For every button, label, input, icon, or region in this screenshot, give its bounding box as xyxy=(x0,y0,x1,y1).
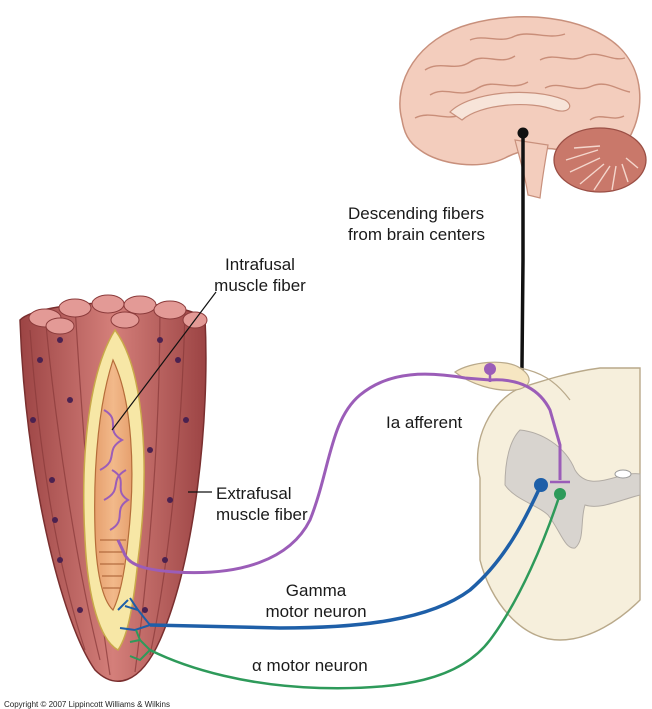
descending-fibers-label-2: from brain centers xyxy=(348,225,485,244)
cerebellum xyxy=(554,128,646,192)
muscle-illustration xyxy=(20,295,207,681)
gamma-label-1: Gamma xyxy=(286,581,347,600)
copyright-text: Copyright © 2007 Lippincott Williams & W… xyxy=(4,700,170,709)
extrafusal-label-2: muscle fiber xyxy=(216,505,308,524)
descending-fibers-label-1: Descending fibers xyxy=(348,204,484,223)
ia-afferent-label: Ia afferent xyxy=(386,413,463,432)
extrafusal-label-1: Extrafusal xyxy=(216,484,292,503)
intrafusal-label-2: muscle fiber xyxy=(214,276,306,295)
brainstem xyxy=(515,140,548,198)
gamma-label-2: motor neuron xyxy=(265,602,366,621)
intrafusal-label-1: Intrafusal xyxy=(225,255,295,274)
alpha-label: α motor neuron xyxy=(252,656,368,675)
